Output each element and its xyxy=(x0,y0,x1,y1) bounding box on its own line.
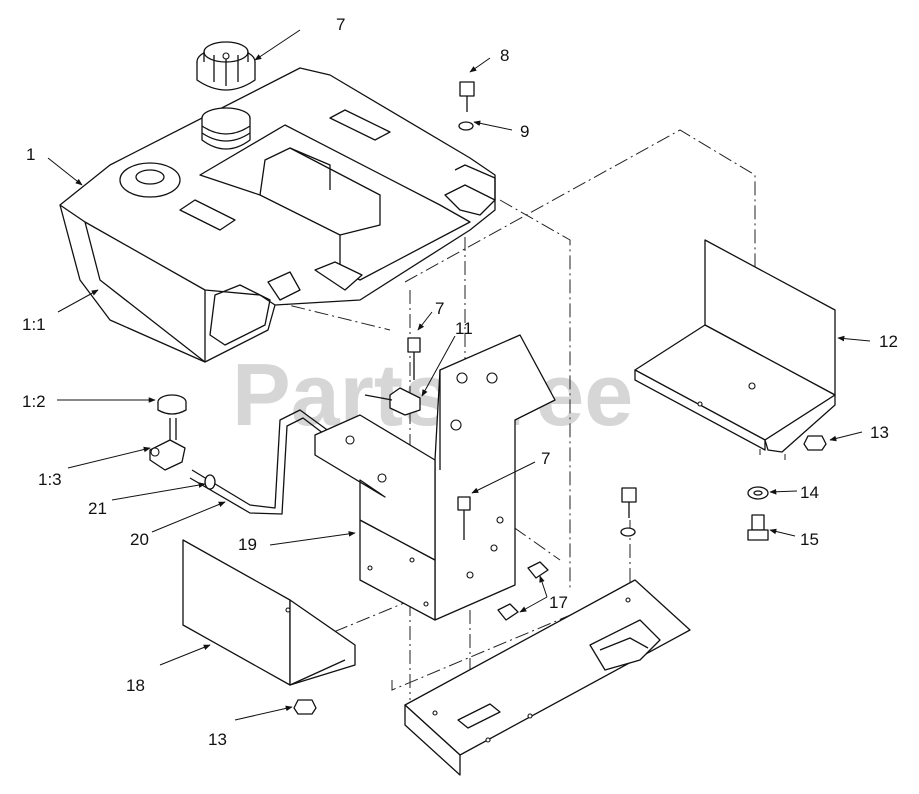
callout-17: 17 xyxy=(549,593,568,612)
bolts-17[interactable] xyxy=(497,561,549,621)
mounting-bracket-12[interactable] xyxy=(634,239,836,453)
nut-13-right[interactable] xyxy=(803,435,827,451)
callout-8: 8 xyxy=(500,46,509,65)
callout-18: 18 xyxy=(126,676,145,695)
callout-7-mid: 7 xyxy=(435,299,444,318)
washer-9[interactable] xyxy=(458,121,474,131)
frame-bolt[interactable] xyxy=(620,487,637,537)
callout-13-right: 13 xyxy=(870,423,889,442)
fuel-shutoff-valve-1-3[interactable] xyxy=(149,439,186,471)
bolt-8[interactable] xyxy=(459,81,475,112)
callout-11: 11 xyxy=(455,319,473,338)
callout-14: 14 xyxy=(800,483,819,502)
callout-1: 1 xyxy=(26,145,35,164)
callout-1-2: 1:2 xyxy=(22,392,46,411)
callout-9: 9 xyxy=(520,122,529,141)
fuel-tank[interactable] xyxy=(59,67,496,363)
watermark-text: PartsTree xyxy=(232,345,633,444)
callout-1-3: 1:3 xyxy=(38,470,62,489)
bolt-7-mid[interactable] xyxy=(407,337,421,380)
lockwasher-14[interactable] xyxy=(747,486,769,500)
callout-1-1: 1:1 xyxy=(22,315,46,334)
callout-labels: 7 1 1:1 1:2 1:3 21 20 8 9 7 11 7 12 13 1… xyxy=(22,15,898,749)
filler-neck-gasket[interactable] xyxy=(201,107,251,150)
callout-12: 12 xyxy=(879,332,898,351)
callout-7-low: 7 xyxy=(541,449,550,468)
callout-21: 21 xyxy=(88,499,107,518)
watermark: PartsTree TM xyxy=(232,345,681,444)
callout-20: 20 xyxy=(130,530,149,549)
fitting-11[interactable] xyxy=(364,387,421,416)
callout-15: 15 xyxy=(800,530,819,549)
frame-rail[interactable] xyxy=(404,579,691,776)
nut-13-bottom[interactable] xyxy=(293,699,317,715)
fuel-shutoff-knob-1-2[interactable] xyxy=(157,394,187,440)
bolt-15[interactable] xyxy=(747,514,769,541)
shield-18[interactable] xyxy=(182,539,356,686)
callout-19: 19 xyxy=(238,535,257,554)
bolt-7-low[interactable] xyxy=(457,496,471,540)
tank-support-bracket-19[interactable] xyxy=(314,334,556,621)
fuel-cap[interactable] xyxy=(196,41,256,91)
leader-lines xyxy=(47,29,871,721)
callout-13-bottom: 13 xyxy=(208,730,227,749)
hose-clamp-21[interactable] xyxy=(204,474,216,490)
callout-7-top: 7 xyxy=(336,15,345,34)
